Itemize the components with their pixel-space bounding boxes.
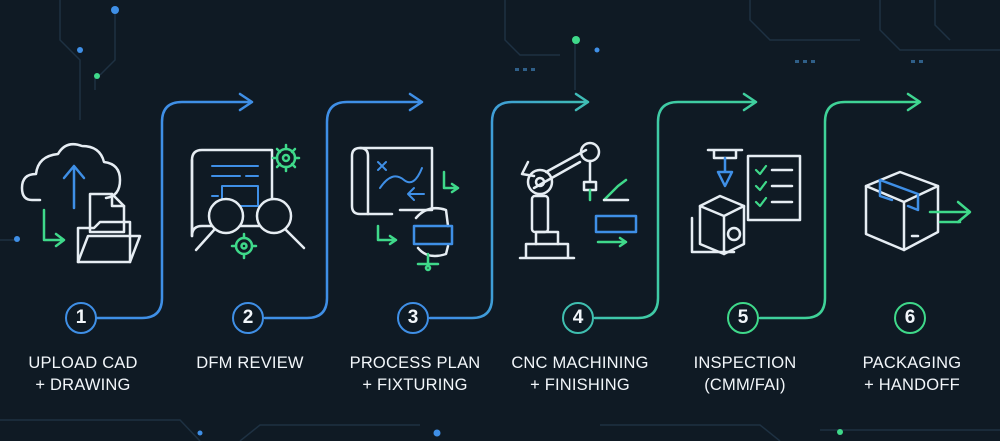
step-1-label-line2: + DRAWING — [35, 376, 131, 394]
step-3-label-line1: PROCESS PLAN — [349, 354, 481, 372]
step-2-label-line1: DFM REVIEW — [196, 354, 304, 372]
step-1-label-line1: UPLOAD CAD — [28, 354, 138, 372]
step-4-label-line2: + FINISHING — [530, 376, 630, 394]
connector-5-6 — [758, 100, 920, 320]
connector-1-2 — [94, 100, 252, 320]
blueprint-magnifier-icon — [190, 143, 306, 260]
step-6-label-line2: + HANDOFF — [864, 376, 960, 394]
step-3-label: PROCESS PLAN + FIXTURING — [335, 352, 495, 396]
step-2: 2 DFM REVIEW — [170, 300, 330, 400]
step-4: 4 CNC MACHINING + FINISHING — [500, 300, 660, 400]
step-1-badge: 1 — [65, 302, 97, 334]
cmm-checklist-icon — [690, 148, 802, 256]
step-5-label: INSPECTION (CMM/FAI) — [665, 352, 825, 396]
step-6-label-line1: PACKAGING — [862, 354, 962, 372]
step-4-label: CNC MACHINING + FINISHING — [500, 352, 660, 396]
step-5: 5 INSPECTION (CMM/FAI) — [665, 300, 825, 400]
step-6-label: PACKAGING + HANDOFF — [832, 352, 992, 396]
step-5-label-line2: (CMM/FAI) — [704, 376, 786, 394]
step-1-label: UPLOAD CAD + DRAWING — [3, 352, 163, 396]
step-4-label-line1: CNC MACHINING — [511, 354, 649, 372]
step-3: 3 PROCESS PLAN + FIXTURING — [335, 300, 495, 400]
step-2-label: DFM REVIEW — [170, 352, 330, 374]
robot-arm-icon — [518, 141, 638, 260]
step-6-badge: 6 — [894, 302, 926, 334]
connector-3-4 — [428, 100, 588, 320]
connector-2-3 — [263, 100, 422, 320]
connector-4-5 — [593, 100, 756, 320]
package-box-icon — [864, 170, 972, 252]
step-1: 1 UPLOAD CAD + DRAWING — [3, 300, 163, 400]
step-2-badge: 2 — [232, 302, 264, 334]
step-4-badge: 4 — [562, 302, 594, 334]
step-5-badge: 5 — [727, 302, 759, 334]
step-3-label-line2: + FIXTURING — [362, 376, 468, 394]
step-5-label-line1: INSPECTION — [693, 354, 797, 372]
step-6: 6 PACKAGING + HANDOFF — [832, 300, 992, 400]
step-3-badge: 3 — [397, 302, 429, 334]
process-map-clamp-icon — [350, 146, 460, 272]
cloud-upload-folder-icon — [20, 143, 142, 264]
